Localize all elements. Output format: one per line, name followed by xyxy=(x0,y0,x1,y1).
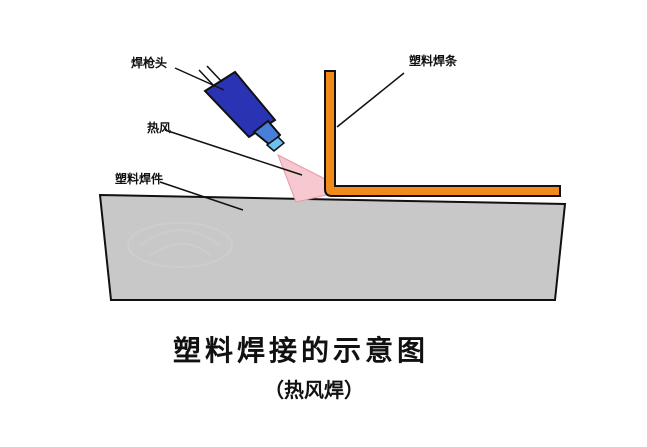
torch-nozzle xyxy=(252,119,282,147)
workpiece-label: 塑料焊件 xyxy=(115,171,163,186)
weld-rod-label: 塑料焊条 xyxy=(409,53,458,68)
hot-air-label: 热风 xyxy=(147,120,171,135)
leader-line-workpiece xyxy=(159,181,244,211)
torch-body xyxy=(203,70,277,139)
caption-title: 塑料焊接的示意图 xyxy=(173,334,429,367)
torch-tip xyxy=(265,136,286,152)
leader-line-torch-head xyxy=(174,67,225,91)
watermark-logo xyxy=(127,222,233,268)
plastic-workpiece xyxy=(98,193,567,301)
torch-hose xyxy=(198,69,215,87)
plastic-weld-rod xyxy=(324,70,561,197)
caption-subtitle: （热风焊） xyxy=(264,378,364,402)
leader-line-weld-rod xyxy=(336,72,405,128)
welding-torch-head xyxy=(198,65,286,152)
hot-air-plume xyxy=(277,153,332,203)
leader-line-hot-air xyxy=(164,129,303,176)
torch-head-label: 焊枪头 xyxy=(131,55,167,70)
